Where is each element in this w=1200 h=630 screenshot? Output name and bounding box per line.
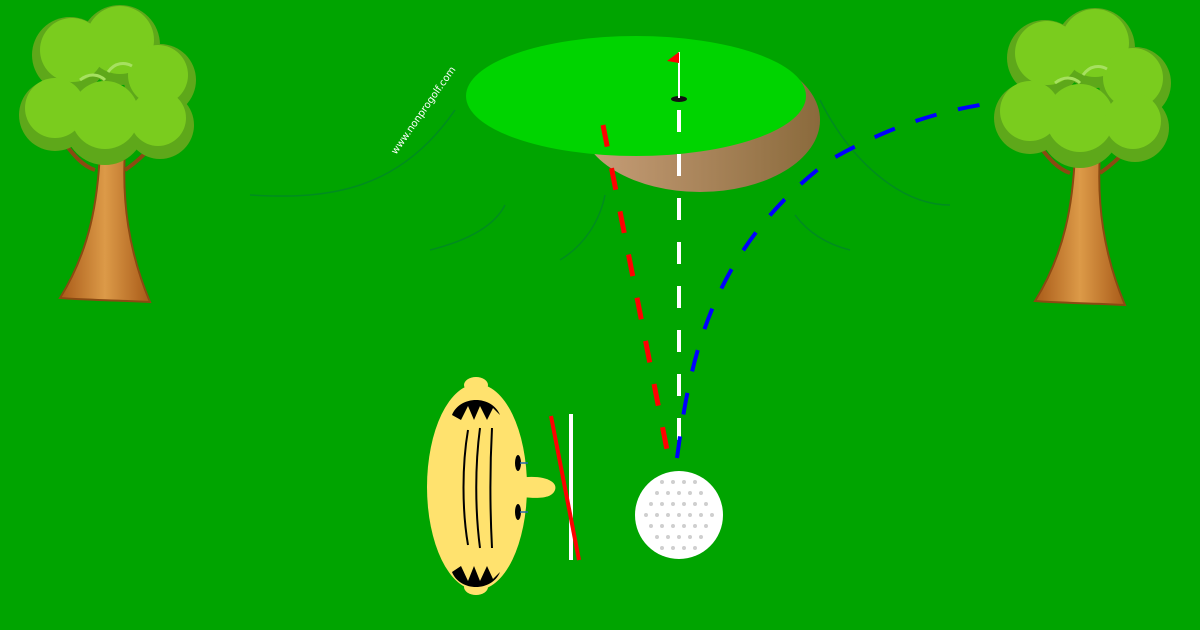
golfer-grip-bottom xyxy=(515,504,521,520)
tree-icon xyxy=(994,8,1171,307)
golfer-shirt-stripes xyxy=(462,427,493,549)
ball-dimple xyxy=(671,524,675,528)
tree-icon xyxy=(19,5,196,304)
ball-dimple xyxy=(666,513,670,517)
hook-path xyxy=(675,98,1021,459)
ball-dimple xyxy=(644,513,648,517)
ball-dimple xyxy=(682,524,686,528)
ball-dimple xyxy=(699,513,703,517)
ball-dimple xyxy=(649,524,653,528)
ball-dimple xyxy=(660,524,664,528)
ball-dimple xyxy=(688,491,692,495)
ball-dimple xyxy=(682,502,686,506)
putting-green-icon xyxy=(466,36,820,192)
ball-dimple xyxy=(677,535,681,539)
golfer-grip-top xyxy=(515,455,521,471)
ball-dimple xyxy=(688,535,692,539)
ball-dimple xyxy=(688,513,692,517)
ball-dimple xyxy=(699,491,703,495)
putting-green xyxy=(466,36,806,156)
golfer-hands xyxy=(518,476,556,498)
cup-hole xyxy=(671,96,687,102)
ball-dimple xyxy=(671,502,675,506)
ball-dimple xyxy=(699,535,703,539)
ball-dimple xyxy=(655,513,659,517)
closed-clubface-line xyxy=(549,415,581,561)
ball-dimple xyxy=(649,502,653,506)
flag-icon xyxy=(667,52,680,98)
ball-dimple xyxy=(693,524,697,528)
ball-dimple xyxy=(693,546,697,550)
terrain-contours xyxy=(249,99,951,261)
ball-dimple xyxy=(677,491,681,495)
ball-dimple xyxy=(660,546,664,550)
ball-dimple xyxy=(666,535,670,539)
ball-dimple xyxy=(693,480,697,484)
golf-ball-icon xyxy=(635,471,723,559)
golfer-shoe-bottom xyxy=(452,566,500,587)
ball-dimple xyxy=(693,502,697,506)
ball-dimple xyxy=(671,480,675,484)
golfer-shoe-top xyxy=(452,400,500,420)
ball-dimple xyxy=(704,502,708,506)
ball-dimple xyxy=(666,491,670,495)
ball-dimple xyxy=(671,546,675,550)
ball-dimple xyxy=(710,513,714,517)
ball-dimple xyxy=(655,491,659,495)
pull-path xyxy=(600,124,671,456)
ball-dimple xyxy=(682,480,686,484)
ball-dimple xyxy=(660,502,664,506)
ball-dimple xyxy=(655,535,659,539)
ball-dimple xyxy=(677,513,681,517)
ball-dimple xyxy=(704,524,708,528)
ball-dimple xyxy=(660,480,664,484)
ball-dimple xyxy=(682,546,686,550)
golfer-top-view-icon xyxy=(427,377,556,595)
